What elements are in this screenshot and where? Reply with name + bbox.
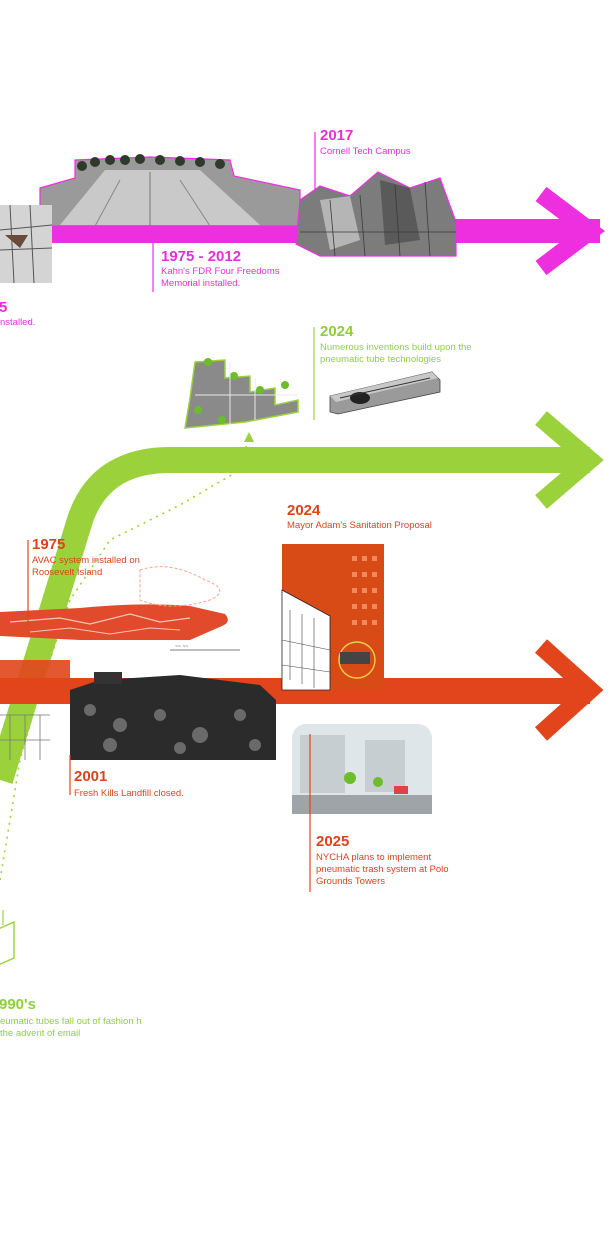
event-1975-2012-desc: Kahn's FDR Four Freedoms Memorial instal… (161, 266, 280, 289)
pneumatic-invention-stair-image (184, 358, 299, 429)
green-dotted-path (0, 439, 249, 881)
avac-system-map-image: ~~ ~~ (0, 566, 240, 651)
event-2024-green-year: 2024 (320, 323, 354, 340)
green-dotted-arrowhead (244, 432, 254, 442)
polo-grounds-towers-image (292, 724, 432, 814)
pneumatic-tube-cross-section-image (329, 371, 441, 415)
event-2001-year: 2001 (74, 768, 108, 785)
svg-text:~~ ~~: ~~ ~~ (175, 644, 188, 650)
event-1975-desc: AVAC system installed on Roosevelt Islan… (32, 555, 140, 578)
event-2025-desc: NYCHA plans to implement pneumatic trash… (316, 852, 449, 887)
green-arrow-head (535, 411, 604, 509)
event-1990s-desc: eumatic tubes fall out of fashion h the … (0, 1016, 142, 1039)
event-2017-desc: Cornell Tech Campus (320, 146, 411, 157)
event-1975-year: 1975 (32, 536, 66, 553)
cornell-tech-image (295, 171, 457, 257)
event-2024-green-desc: Numerous inventions build upon the pneum… (320, 342, 472, 365)
red-arrow-head (534, 639, 604, 741)
event-2025-year: 2025 (316, 833, 350, 850)
pink-arrow-head (535, 186, 605, 276)
sanitation-proposal-building-image (281, 544, 384, 691)
event-2017-year: 2017 (320, 127, 354, 144)
avac-schematic-partial-image (0, 660, 70, 760)
pink-left-partial-image (0, 204, 53, 284)
fresh-kills-landfill-image (70, 672, 276, 760)
event-2024-red-year: 2024 (287, 502, 321, 519)
four-freedoms-memorial-image (39, 154, 301, 227)
event-2024-red-desc: Mayor Adam's Sanitation Proposal (287, 520, 432, 531)
event-1990s-year: 990's (0, 996, 36, 1013)
event-1975-2012-year: 1975 - 2012 (161, 248, 242, 265)
green-arrow-curve (0, 447, 590, 784)
event-2001-desc: Fresh Kills Landfill closed. (74, 788, 184, 799)
green-timeline (0, 411, 604, 784)
event-pink-partial-year: 5 (0, 299, 8, 316)
event-pink-partial-desc: nstalled. (0, 317, 36, 328)
envelope-icon (0, 910, 15, 965)
